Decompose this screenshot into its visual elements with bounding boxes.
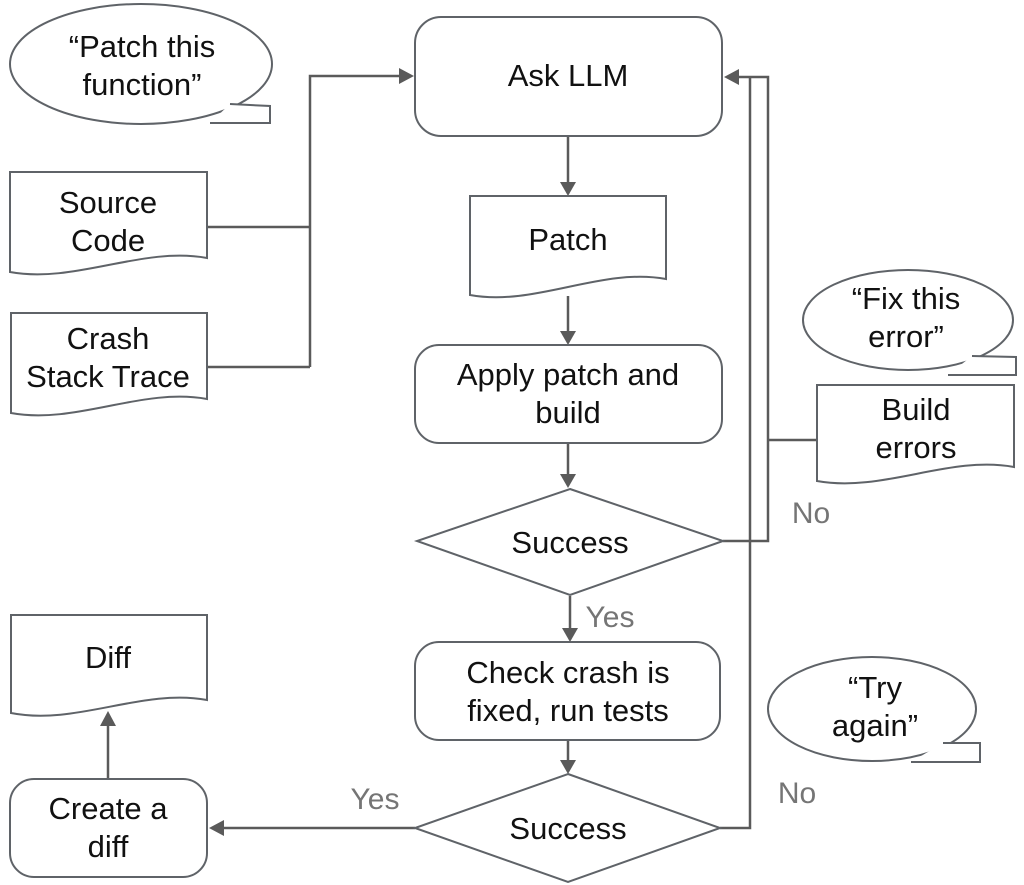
doc-build-errors xyxy=(816,384,1015,485)
doc-crash-stack-trace xyxy=(10,312,208,417)
edge-patch-to-apply xyxy=(560,296,576,345)
edge-ask-llm-to-patch xyxy=(560,136,576,196)
process-check-crash-fixed xyxy=(414,641,721,741)
process-create-a-diff xyxy=(9,778,208,878)
speech-bubble-fix-this-error xyxy=(802,269,1017,376)
doc-diff xyxy=(10,614,208,717)
process-ask-llm xyxy=(414,16,723,137)
speech-bubble-try-again xyxy=(767,656,981,763)
process-apply-patch-and-build xyxy=(414,344,723,444)
speech-bubble-patch-this-function xyxy=(9,3,273,125)
doc-patch xyxy=(469,195,667,299)
doc-source-code xyxy=(9,171,208,276)
edge-check-to-tests-success xyxy=(560,740,576,774)
edge-build-success-yes-to-check xyxy=(562,596,578,642)
edge-create-diff-to-diff xyxy=(100,711,116,779)
edge-tests-success-no-loop xyxy=(720,77,752,830)
edge-build-success-no-loop xyxy=(723,69,770,543)
edge-inputs-to-ask-llm xyxy=(308,68,414,367)
decision-tests-success xyxy=(411,772,723,884)
decision-build-success xyxy=(413,487,727,597)
edge-tests-success-yes-to-create-diff xyxy=(209,820,415,836)
edge-apply-to-build-success xyxy=(560,443,576,488)
